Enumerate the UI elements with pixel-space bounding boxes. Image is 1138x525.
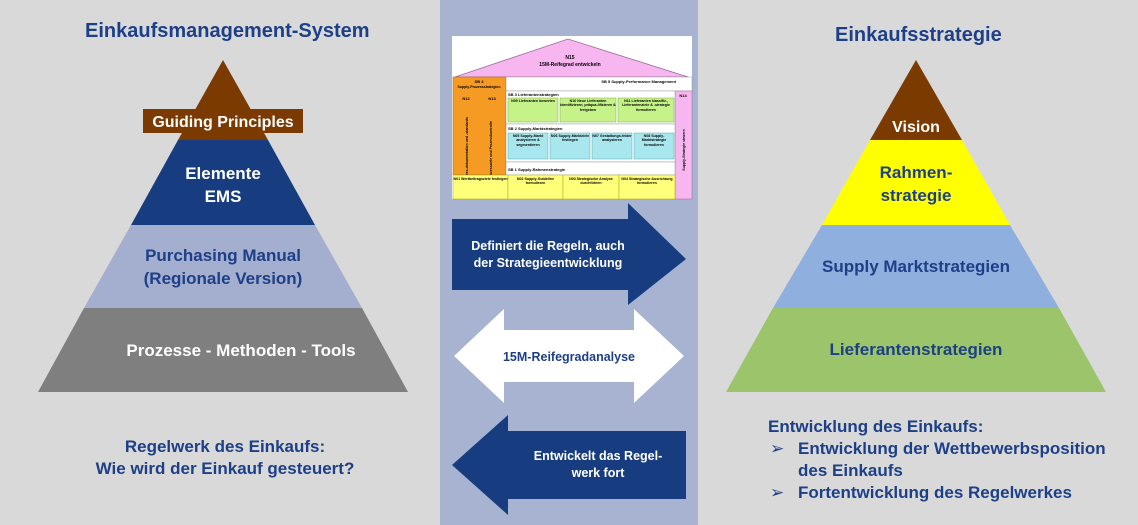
sb3-title: SB 3 Lieferantenstrategien xyxy=(508,92,559,97)
ems-label: EMS xyxy=(205,187,242,206)
n06-text: N06 Supply-Marktziele festlegen xyxy=(550,134,590,143)
pyramid-level-rahmenstrategie xyxy=(822,140,1010,225)
pyramid-level-supply-markt xyxy=(773,225,1059,308)
sb5-title: SB 5 Supply-Performance Management xyxy=(601,79,676,84)
n14-code: N14 xyxy=(679,93,687,98)
arrow-left-line2: werk fort xyxy=(571,466,626,480)
sb4-column xyxy=(452,76,507,176)
strategy-title: Einkaufsstrategie xyxy=(835,24,1002,46)
arrow-right-line1: Definiert die Regeln, auch xyxy=(471,239,625,253)
ems-caption-line1: Regelwerk des Einkaufs: xyxy=(124,437,326,456)
pyramid-level-lieferanten xyxy=(726,308,1106,392)
pyramid-level-vision xyxy=(870,60,962,140)
supply-markt-label: Supply Marktstrategien xyxy=(822,257,1010,276)
pyramid-level-purchasing-manual xyxy=(84,225,362,308)
n02-text: N02 Supply-Guideline formulieren xyxy=(516,177,555,186)
strategie-label: strategie xyxy=(881,186,952,205)
lieferanten-label: Lieferantenstrategien xyxy=(830,340,1003,359)
purchasing-manual-label: Purchasing Manual xyxy=(145,246,301,265)
strategy-pyramid: Vision Rahmen- strategie Supply Marktstr… xyxy=(726,60,1106,392)
strategy-caption-title: Entwicklung des Einkaufs: xyxy=(768,417,984,436)
double-arrow-15m-analysis xyxy=(454,309,684,403)
n10-box xyxy=(559,97,617,123)
guiding-principles-label: Guiding Principles xyxy=(152,114,293,131)
arrow-right-defines-rules xyxy=(452,203,686,305)
n11-text: N11 Lieferanten klassifiz., Lieferantenz… xyxy=(622,99,670,112)
bullet-item: ➢ Fortentwicklung des Regelwerkes xyxy=(768,482,1133,504)
strategy-caption: Entwicklung des Einkaufs: ➢ Entwicklung … xyxy=(768,416,1133,504)
pyramid-level-elemente xyxy=(131,140,315,225)
center-panel: N15 15M-Reifegrad entwickeln SB 4 Supply… xyxy=(440,0,698,525)
ems-title: Einkaufsmanagement-System xyxy=(85,20,370,42)
n12-code: N12 xyxy=(462,96,470,101)
n04-text: N04 Strategische Ausrichtung formulieren xyxy=(621,177,673,186)
arrow-bullet-icon: ➢ xyxy=(770,483,785,502)
double-arrow-label: 15M-Reifegradanalyse xyxy=(503,350,635,364)
n05-text: N05 Supply-Markt analysieren & segmentie… xyxy=(512,134,544,147)
roof-text: 15M-Reifegrad entwickeln xyxy=(539,62,600,68)
sb1-title: SB 1 Supply-Rahmenstrategie xyxy=(508,167,566,172)
bullet-text: Fortentwicklung des Regelwerkes xyxy=(798,483,1072,502)
n10-text: N10 Neue Lieferanten identifizieren, prä… xyxy=(560,99,616,112)
n01-text: N01 Wertbeitragsziele festlegen xyxy=(453,177,508,181)
bullet-text: Entwicklung der Wettbewerbsposition des … xyxy=(798,439,1106,480)
sb2-title: SB 2 Supply-Marktstrategien xyxy=(508,126,563,131)
ems-caption: Regelwerk des Einkaufs: Wie wird der Ein… xyxy=(0,436,440,480)
arrow-left-develops-rules xyxy=(452,415,686,515)
sb4-title: SB 4 xyxy=(475,79,485,84)
ems-pyramid: Guiding Principles Elemente EMS Purchasi… xyxy=(38,60,408,392)
vision-label: Vision xyxy=(892,119,940,136)
right-panel: Einkaufsstrategie Vision Rahmen- strateg… xyxy=(698,0,1138,525)
n03-box xyxy=(562,174,620,200)
n08-text: N08 Supply-Marktstrategie formulieren xyxy=(641,134,667,147)
n05-box xyxy=(507,132,549,160)
n07-text: N07 Gestaltungs-felder analysieren xyxy=(592,134,632,143)
arrow-left-line1: Entwickelt das Regel- xyxy=(534,449,663,463)
roof-code: N15 xyxy=(565,55,574,61)
arrow-bullet-icon: ➢ xyxy=(770,439,785,458)
n09-box xyxy=(507,97,559,123)
strategy-bullet-list: ➢ Entwicklung der Wettbewerbsposition de… xyxy=(768,438,1133,504)
n07-box xyxy=(591,132,633,160)
n02-box xyxy=(507,174,564,200)
n04-box xyxy=(618,174,676,200)
n06-box xyxy=(549,132,591,160)
ems-caption-line2: Wie wird der Einkauf gesteuert? xyxy=(95,459,355,478)
house-diagram: N15 15M-Reifegrad entwickeln SB 4 Supply… xyxy=(452,36,693,200)
rahmen-label: Rahmen- xyxy=(880,163,953,182)
guiding-principles-label-box xyxy=(143,109,303,133)
pyramid-level-prozesse xyxy=(38,308,408,392)
n01-box xyxy=(452,174,509,200)
n13-code: N13 xyxy=(488,96,496,101)
n03-text: N03 Strategische Analyse durchführen xyxy=(569,177,613,186)
bullet-item: ➢ Entwicklung der Wettbewerbsposition de… xyxy=(768,438,1133,482)
arrow-right-line2: der Strategieentwicklung xyxy=(474,256,623,270)
n14-text: Supply-Strategie steuern xyxy=(682,129,686,170)
regionale-version-label: (Regionale Version) xyxy=(144,269,303,288)
left-panel: Einkaufsmanagement-System Guiding Princi… xyxy=(0,0,440,525)
n13-text: Prozessziele und Prozesskontrolle xyxy=(489,121,493,179)
n11-box xyxy=(617,97,675,123)
n08-box xyxy=(633,132,675,160)
n12-text: Prozess-dokumentation und -standards xyxy=(465,117,469,183)
prozesse-methoden-tools-label: Prozesse - Methoden - Tools xyxy=(126,341,355,360)
elemente-label: Elemente xyxy=(185,164,261,183)
center-graphics: N15 15M-Reifegrad entwickeln SB 4 Supply… xyxy=(452,36,693,515)
sb4-sub: Supply-Prozessstrategien xyxy=(458,85,501,89)
n09-text: N09 Lieferanten bewerten xyxy=(511,99,555,103)
